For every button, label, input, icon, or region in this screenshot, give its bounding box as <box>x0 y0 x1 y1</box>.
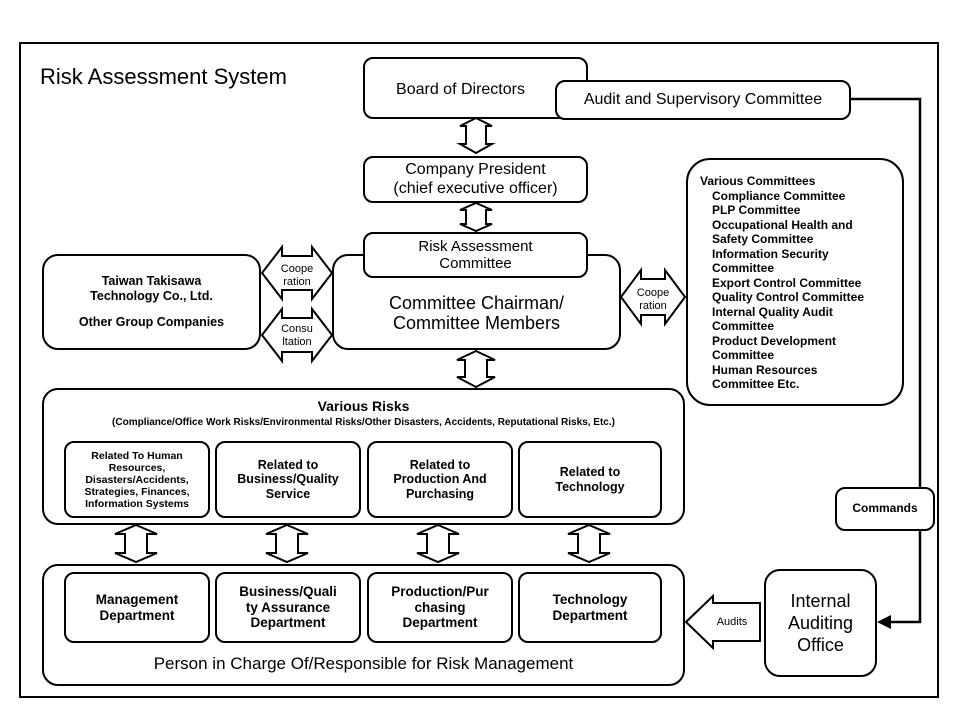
audit-supervisory-committee-label: Audit and Supervisory Committee <box>583 90 823 108</box>
committee-item: Quality Control Committee <box>712 290 865 304</box>
arrow-risk1-dept1 <box>114 523 158 564</box>
arrow-cooperation-right <box>619 266 687 328</box>
committee-item: Compliance Committee <box>712 188 846 203</box>
various-committees-heading: Various Committees <box>700 174 816 188</box>
risk-category-technology: Related to Technology <box>518 441 662 518</box>
department-business-quality: Business/Quali ty Assurance Department <box>215 572 361 643</box>
commands-box: Commands <box>835 487 935 531</box>
cooperation-left-label: Coope ration <box>280 263 314 288</box>
consultation-label: Consu ltation <box>281 323 313 348</box>
committee-item: Safety Committee <box>712 232 814 246</box>
department-management: Management Department <box>64 572 210 643</box>
commands-line <box>850 97 922 624</box>
committee-item: Committee Etc. <box>712 377 800 391</box>
arrow-risk2-dept2 <box>265 523 309 564</box>
company-president-line1: Company President <box>405 161 546 179</box>
cooperation-right-label: Coope ration <box>636 287 670 312</box>
group-companies-box: Taiwan Takisawa Technology Co., Ltd. Oth… <box>42 254 261 350</box>
committee-item: Information Security <box>712 246 829 261</box>
committee-item: Committee <box>712 319 775 333</box>
company-president-box: Company President (chief executive offic… <box>363 156 588 203</box>
committee-item: Export Control Committee <box>712 275 862 290</box>
risk-category-production: Related to Production And Purchasing <box>367 441 513 518</box>
arrow-president-committee <box>459 201 493 233</box>
risk-assessment-committee-line2: Committee <box>439 255 512 272</box>
committee-item: Human Resources <box>712 362 818 377</box>
arrow-chairman-risks <box>456 349 496 389</box>
department-technology: Technology Department <box>518 572 662 643</box>
various-committees-box <box>686 158 904 406</box>
committee-item: PLP Committee <box>712 203 801 217</box>
committee-item: Committee <box>712 348 775 362</box>
departments-footer: Person in Charge Of/Responsible for Risk… <box>153 654 574 673</box>
arrow-board-president <box>456 116 496 155</box>
committee-item: Committee <box>712 261 775 275</box>
group-company-line2: Technology Co., Ltd. <box>90 288 213 303</box>
audit-supervisory-committee-box: Audit and Supervisory Committee <box>555 80 851 120</box>
committee-item: Internal Quality Audit <box>712 304 833 319</box>
arrow-risk3-dept3 <box>416 523 460 564</box>
risk-category-business-quality: Related to Business/Quality Service <box>215 441 361 518</box>
board-of-directors-label: Board of Directors <box>396 81 525 98</box>
audits-label: Audits <box>716 616 748 628</box>
company-president-line2: (chief executive officer) <box>393 179 558 197</box>
risk-assessment-committee-box: Risk Assessment Committee <box>363 232 588 278</box>
arrow-audits <box>684 593 761 651</box>
arrow-risk4-dept4 <box>567 523 611 564</box>
department-production-purchasing: Production/Pur chasing Department <box>367 572 513 643</box>
diagram-frame <box>19 42 939 698</box>
committee-chairman-line1: Committee Chairman/ <box>388 292 565 313</box>
committee-item: Occupational Health and <box>712 217 853 232</box>
various-committees-list: Various Committees Compliance Committee … <box>700 174 900 392</box>
commands-label: Commands <box>852 501 918 516</box>
various-risks-heading: Various Risks <box>317 398 410 414</box>
group-company-line1: Taiwan Takisawa <box>101 274 202 289</box>
risk-category-human-resources: Related To Human Resources, Disasters/Ac… <box>64 441 210 518</box>
various-risks-subheading: (Compliance/Office Work Risks/Environmen… <box>112 417 615 428</box>
committee-chairman-line2: Committee Members <box>392 313 561 334</box>
group-company-line3: Other Group Companies <box>78 315 225 330</box>
committee-item: Product Development <box>712 333 837 348</box>
diagram-title: Risk Assessment System <box>40 64 287 89</box>
commands-arrowhead <box>877 615 891 629</box>
internal-auditing-office-box: Internal Auditing Office <box>764 569 877 677</box>
board-of-directors-box: Board of Directors <box>363 57 588 119</box>
risk-assessment-committee-line1: Risk Assessment <box>418 237 533 255</box>
